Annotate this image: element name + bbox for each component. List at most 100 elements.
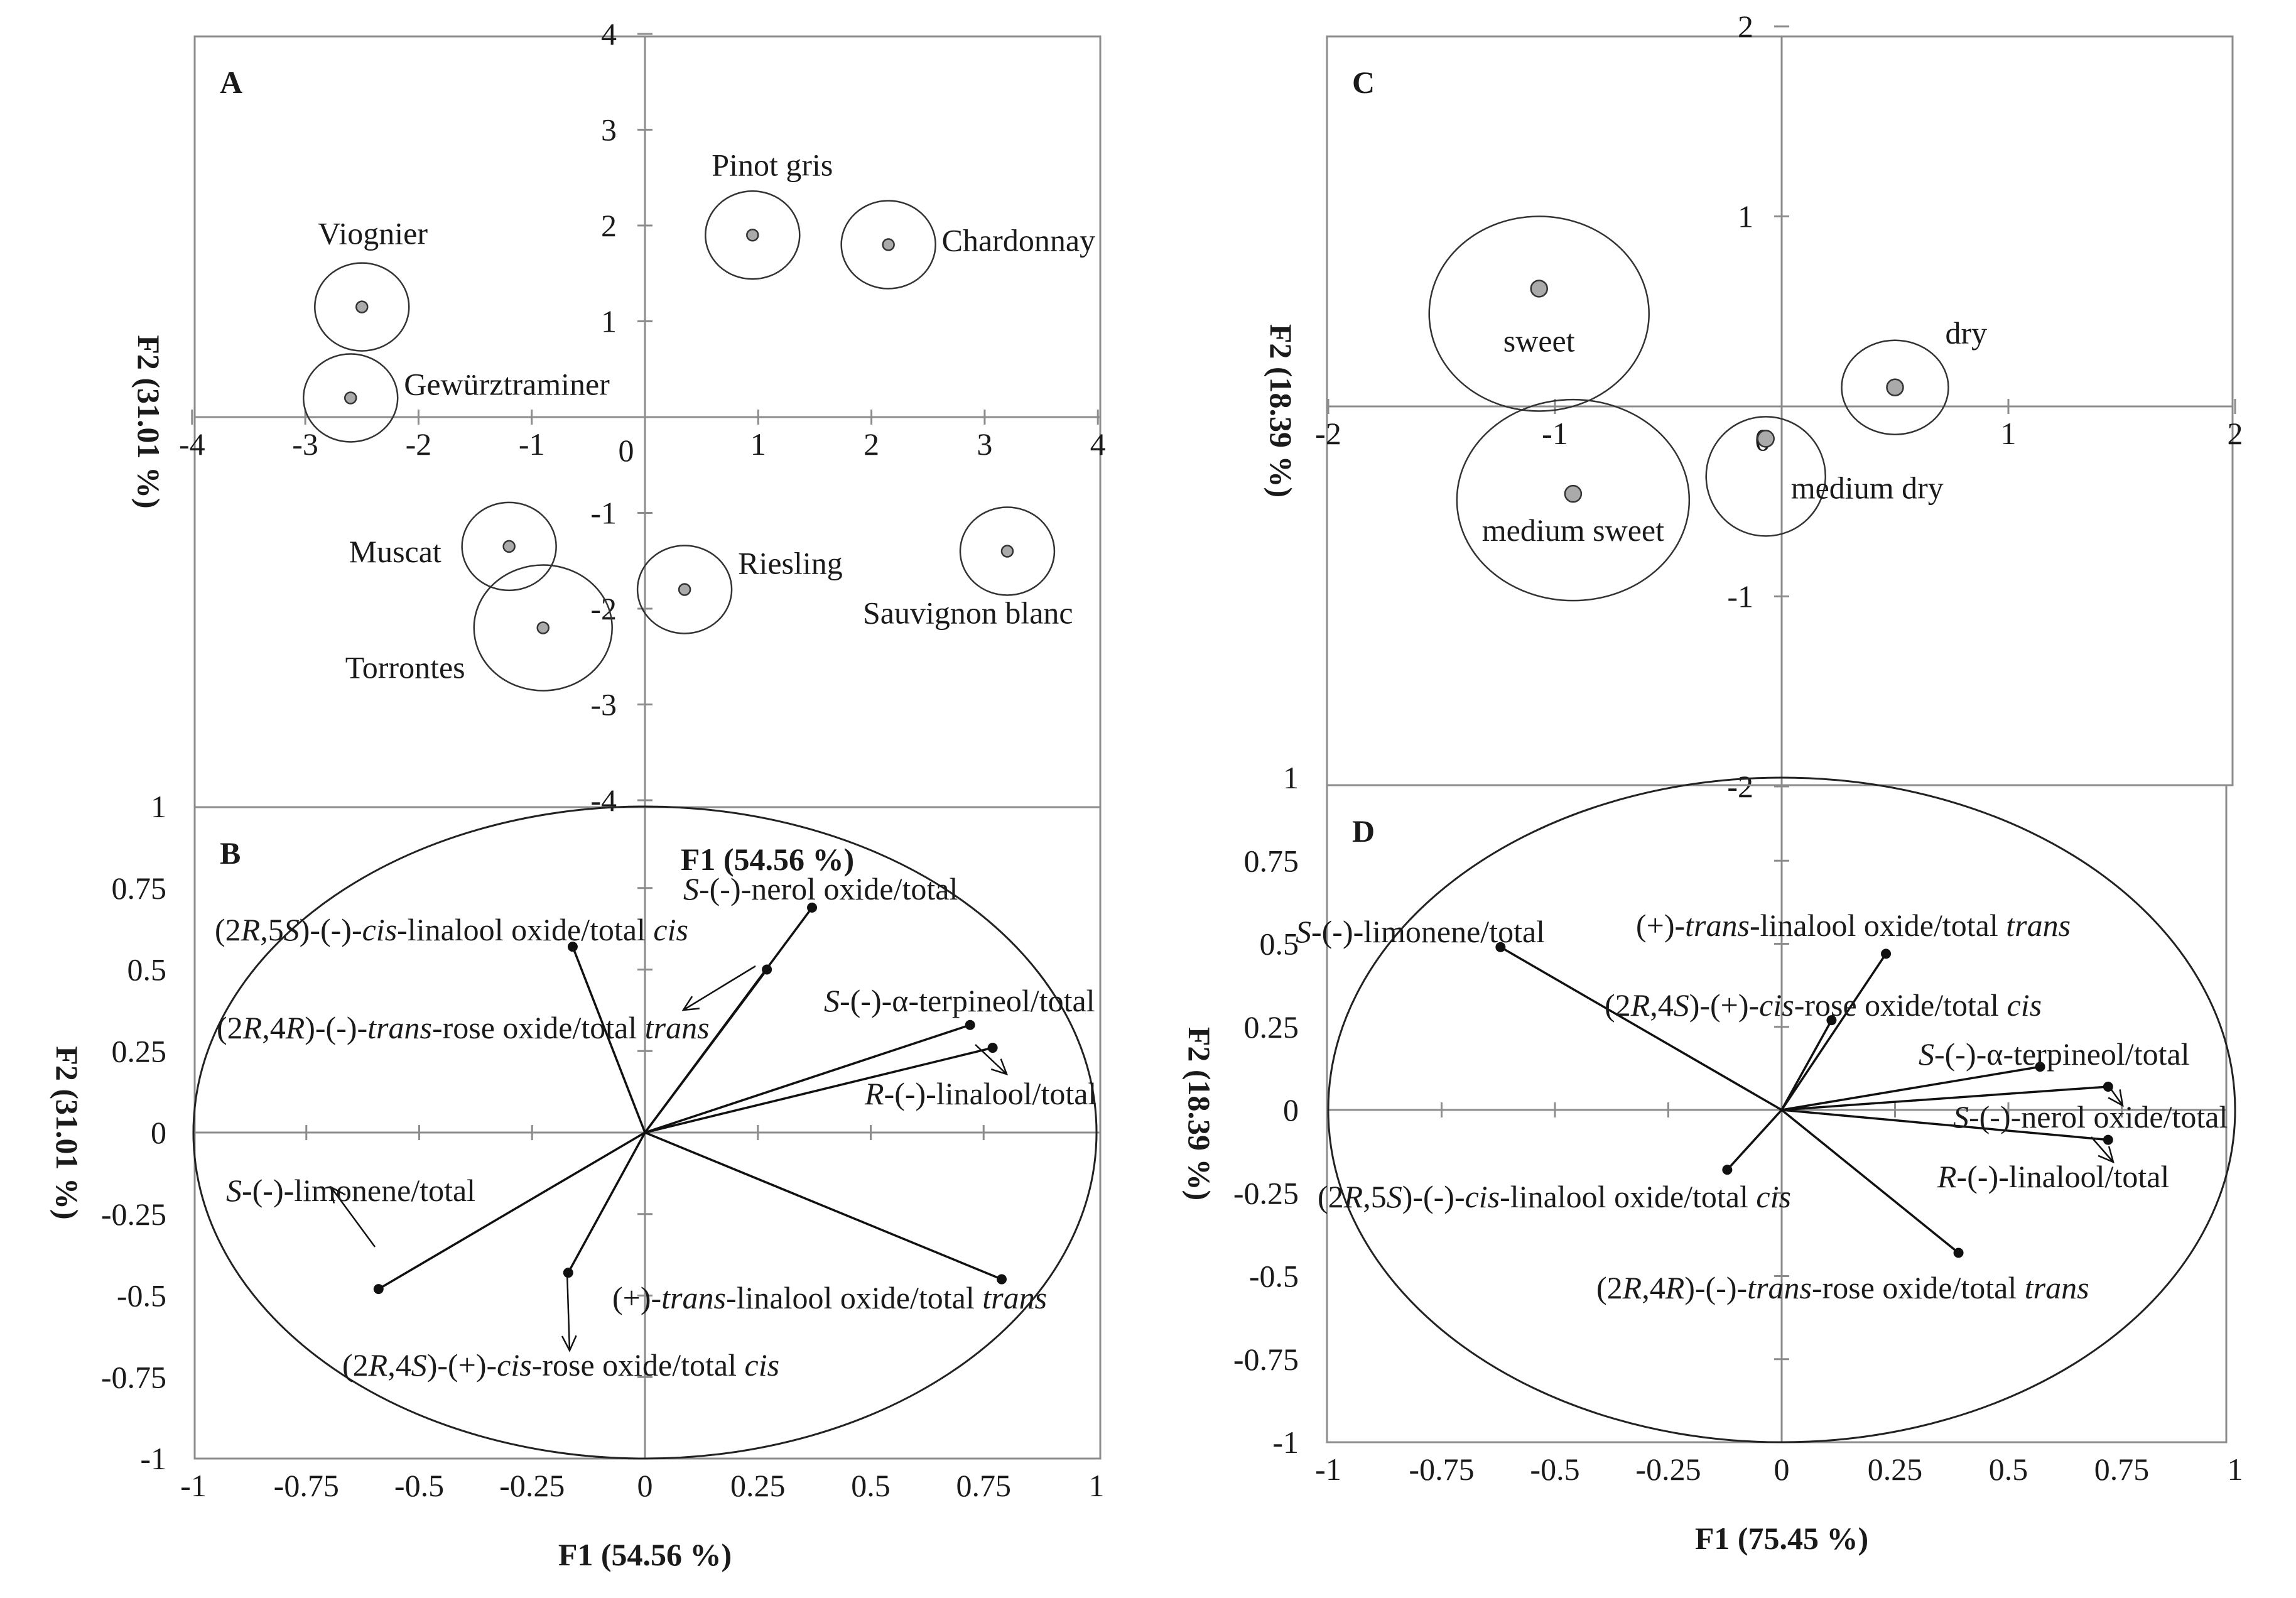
vector-tip <box>1953 1247 1964 1258</box>
vector-tip <box>1495 942 1506 952</box>
x-tick-label: -3 <box>292 427 318 462</box>
data-point <box>502 540 516 553</box>
y-tick-label: -1 <box>590 496 617 531</box>
vector-tip <box>1881 948 1892 959</box>
y-tick-label: 3 <box>601 112 617 148</box>
x-tick-label: -0.25 <box>499 1468 565 1503</box>
data-point <box>1000 545 1014 558</box>
vector-tip <box>2103 1134 2113 1145</box>
y-tick-label: 0.25 <box>1244 1009 1299 1045</box>
confidence-ellipse <box>461 501 557 592</box>
point-label-dry: dry <box>1946 315 1988 351</box>
loading-vector <box>644 1131 1002 1281</box>
y-tick-label: 4 <box>601 16 617 52</box>
y-tick-label: 0.5 <box>1260 927 1299 962</box>
x-tick-label: 0 <box>1774 1452 1790 1487</box>
x-axis-title: F1 (54.56 %) <box>558 1537 732 1572</box>
x-tick-label: 0 <box>619 433 634 468</box>
x-tick-label: -1 <box>1315 1452 1341 1487</box>
y-tick-label: -2 <box>1727 769 1753 804</box>
vector-tip <box>762 964 772 975</box>
y-tick-label: 0 <box>1283 1092 1299 1128</box>
loading-vector <box>1780 1109 1959 1254</box>
x-tick-label: -2 <box>1315 416 1341 451</box>
y-tick-label: -0.25 <box>1233 1175 1299 1210</box>
label-callout-arrow <box>566 1271 571 1351</box>
x-tick-label: 0.5 <box>851 1468 891 1503</box>
y-tick-label: -0.25 <box>101 1197 166 1232</box>
loading-vector <box>1781 1109 2108 1141</box>
loading-vector <box>644 1046 994 1134</box>
loading-vector <box>1500 946 1782 1111</box>
y-axis-title: F2 (31.01 %) <box>50 1046 85 1219</box>
vector-tip <box>567 942 578 952</box>
arrowhead <box>2098 1146 2115 1164</box>
data-point <box>882 238 895 251</box>
loading-vector <box>567 1132 646 1274</box>
vector-label-trans-linalool-oxide-total-trans: (+)-trans-linalool oxide/total trans <box>1636 908 2071 943</box>
label-callout-arrow <box>975 1044 1007 1075</box>
label-callout-arrow <box>2091 1136 2114 1163</box>
x-tick-label: -1 <box>1542 416 1568 451</box>
label-callout-arrow <box>683 965 756 1011</box>
x-tick-label: 3 <box>977 427 992 462</box>
point-label-gew-rztraminer: Gewürztraminer <box>404 367 610 402</box>
y-tick-label: -1 <box>1727 579 1753 614</box>
loading-vector <box>377 1131 646 1290</box>
y-tick-label: 1 <box>151 789 166 824</box>
vector-label-s-limonene-total: S-(-)-limonene/total <box>1296 914 1545 949</box>
y-tick-label: -0.75 <box>101 1359 166 1394</box>
confidence-ellipse <box>1428 215 1650 412</box>
confidence-ellipse <box>705 190 801 280</box>
y-tick-label: 0.5 <box>127 952 167 987</box>
x-tick-label: 0.25 <box>1868 1452 1923 1487</box>
point-label-torrontes: Torrontes <box>345 650 465 685</box>
point-label-pinot-gris: Pinot gris <box>712 147 833 182</box>
point-label-muscat: Muscat <box>349 534 441 569</box>
x-tick-label: -0.75 <box>1409 1452 1474 1487</box>
correlation-circle <box>1327 776 2236 1443</box>
point-label-viognier: Viognier <box>318 216 428 251</box>
loading-vector <box>644 969 768 1134</box>
y-tick-label: -3 <box>590 687 617 722</box>
point-label-medium-dry: medium dry <box>1791 470 1944 505</box>
arrowhead <box>330 1185 346 1204</box>
arrowhead <box>2108 1089 2124 1107</box>
vector-tip <box>997 1274 1007 1285</box>
loading-vector <box>1780 953 1887 1111</box>
vector-label-s-nerol-oxide-total: S-(-)-nerol oxide/total <box>683 871 958 906</box>
x-tick-label: -1 <box>180 1468 207 1503</box>
vector-label-2r-4s-cis-rose-oxide-total-cis: (2R,4S)-(+)-cis-rose oxide/total cis <box>342 1347 779 1383</box>
x-tick-label: -0.5 <box>1530 1452 1579 1487</box>
y-tick-label: -0.75 <box>1233 1342 1299 1377</box>
vector-label-trans-linalool-oxide-total-trans: (+)-trans-linalool oxide/total trans <box>612 1280 1047 1315</box>
y-tick-label: 1 <box>1738 199 1753 234</box>
data-point <box>1564 484 1583 503</box>
confidence-ellipse <box>959 506 1056 596</box>
panel-letter: C <box>1352 65 1375 100</box>
data-point <box>746 229 759 242</box>
panel-letter: A <box>220 65 242 100</box>
vector-tip <box>965 1019 975 1030</box>
y-tick-label: 1 <box>601 304 617 339</box>
x-tick-label: -0.25 <box>1635 1452 1701 1487</box>
x-tick-label: 1 <box>750 427 766 462</box>
confidence-ellipse <box>1841 339 1949 435</box>
y-tick-label: 0.75 <box>112 871 167 906</box>
x-tick-label: -0.5 <box>394 1468 444 1503</box>
x-tick-label: -4 <box>179 427 205 462</box>
x-tick-label: 1 <box>2001 416 2017 451</box>
data-point <box>1757 430 1775 448</box>
x-axis-title: F1 (75.45 %) <box>1695 1521 1868 1556</box>
vector-tip <box>373 1284 384 1295</box>
loading-vector <box>571 946 646 1133</box>
point-label-medium-sweet: medium sweet <box>1482 513 1664 548</box>
y-tick-label: -0.5 <box>117 1278 166 1313</box>
y-tick-label: 0.25 <box>112 1033 167 1068</box>
correlation-circle <box>192 805 1098 1460</box>
data-point <box>1530 280 1548 298</box>
x-tick-label: 0.25 <box>730 1468 786 1503</box>
